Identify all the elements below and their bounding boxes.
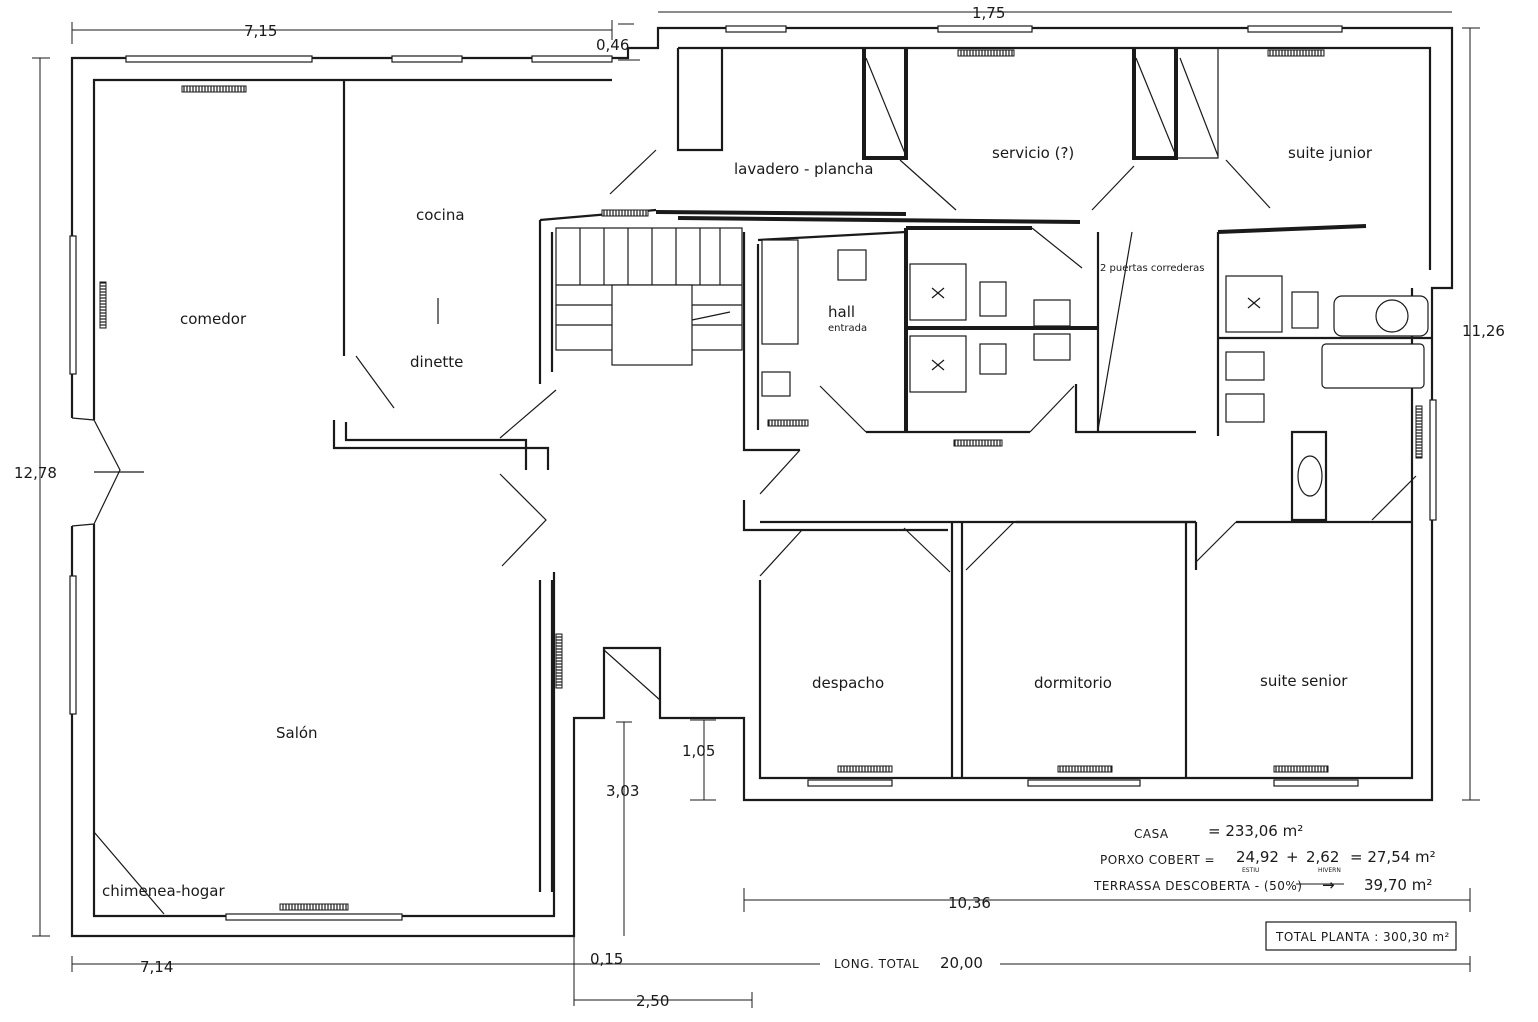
summary-terrassa-label: TERRASSA DESCOBERTA - (50%) <box>1093 879 1302 893</box>
summary-casa-value: = 233,06 m² <box>1208 822 1303 840</box>
label-comedor: comedor <box>180 310 247 328</box>
dim-porch-step: 1,05 <box>682 742 715 760</box>
dim-right: 11,26 <box>1462 322 1505 340</box>
dim-total-label: LONG. TOTAL <box>834 957 919 971</box>
label-hall: hall <box>828 303 855 321</box>
dimension-labels: 7,15 1,75 0,46 11,26 12,78 7,14 3,03 1,0… <box>14 4 1505 1010</box>
summary-porxo-plus: + <box>1286 848 1299 866</box>
label-hall-entrada: entrada <box>828 323 867 334</box>
dim-total-value: 20,00 <box>940 954 983 972</box>
radiators <box>99 49 1423 911</box>
total-box <box>1265 921 1457 951</box>
doors <box>93 57 1417 915</box>
label-suite-senior: suite senior <box>1260 672 1348 690</box>
summary-casa-label: CASA <box>1134 827 1169 841</box>
area-summary: CASA = 233,06 m² PORXO COBERT = 24,92 ES… <box>1093 822 1450 944</box>
label-suite-junior: suite junior <box>1288 144 1373 162</box>
label-lavadero: lavadero - plancha <box>734 160 873 178</box>
dim-top-small: 0,46 <box>596 36 629 54</box>
label-chimenea: chimenea-hogar <box>102 882 225 900</box>
dim-bottom-porch: 2,50 <box>636 992 669 1010</box>
summary-porxo-a: 24,92 <box>1236 848 1279 866</box>
dim-porch-depth: 3,03 <box>606 782 639 800</box>
summary-porxo-result: = 27,54 m² <box>1350 848 1436 866</box>
summary-porxo-label: PORXO COBERT = <box>1100 853 1215 867</box>
label-salon: Salón <box>276 724 318 742</box>
dim-left: 12,78 <box>14 464 57 482</box>
dim-bottom-left: 7,14 <box>140 958 173 976</box>
summary-total: TOTAL PLANTA : 300,30 m² <box>1275 930 1450 944</box>
label-cocina: cocina <box>416 206 465 224</box>
summary-porxo-a-sub: ESTIU <box>1242 867 1259 874</box>
summary-terrassa-value: 39,70 m² <box>1364 876 1432 894</box>
dim-top-left: 7,15 <box>244 22 277 40</box>
label-dinette: dinette <box>410 353 463 371</box>
dim-bottom-right: 10,36 <box>948 894 991 912</box>
summary-porxo-b-sub: HIVERN <box>1318 867 1341 874</box>
fixtures <box>437 239 1429 497</box>
label-despacho: despacho <box>812 674 884 692</box>
dim-bottom-small: 0,15 <box>590 950 623 968</box>
windows <box>69 25 1437 921</box>
summary-terrassa-arrow: → <box>1322 876 1335 894</box>
room-labels: comedor cocina dinette Salón chimenea-ho… <box>102 144 1373 900</box>
exterior-walls <box>70 26 1454 938</box>
label-dormitorio: dormitorio <box>1034 674 1112 692</box>
interior-walls <box>332 48 1432 892</box>
summary-porxo-b: 2,62 <box>1306 848 1339 866</box>
label-servicio: servicio (?) <box>992 144 1074 162</box>
label-puertas: 2 puertas correderas <box>1100 263 1204 274</box>
dim-top-mid: 1,75 <box>972 4 1005 22</box>
dimension-lines <box>32 11 1480 1008</box>
